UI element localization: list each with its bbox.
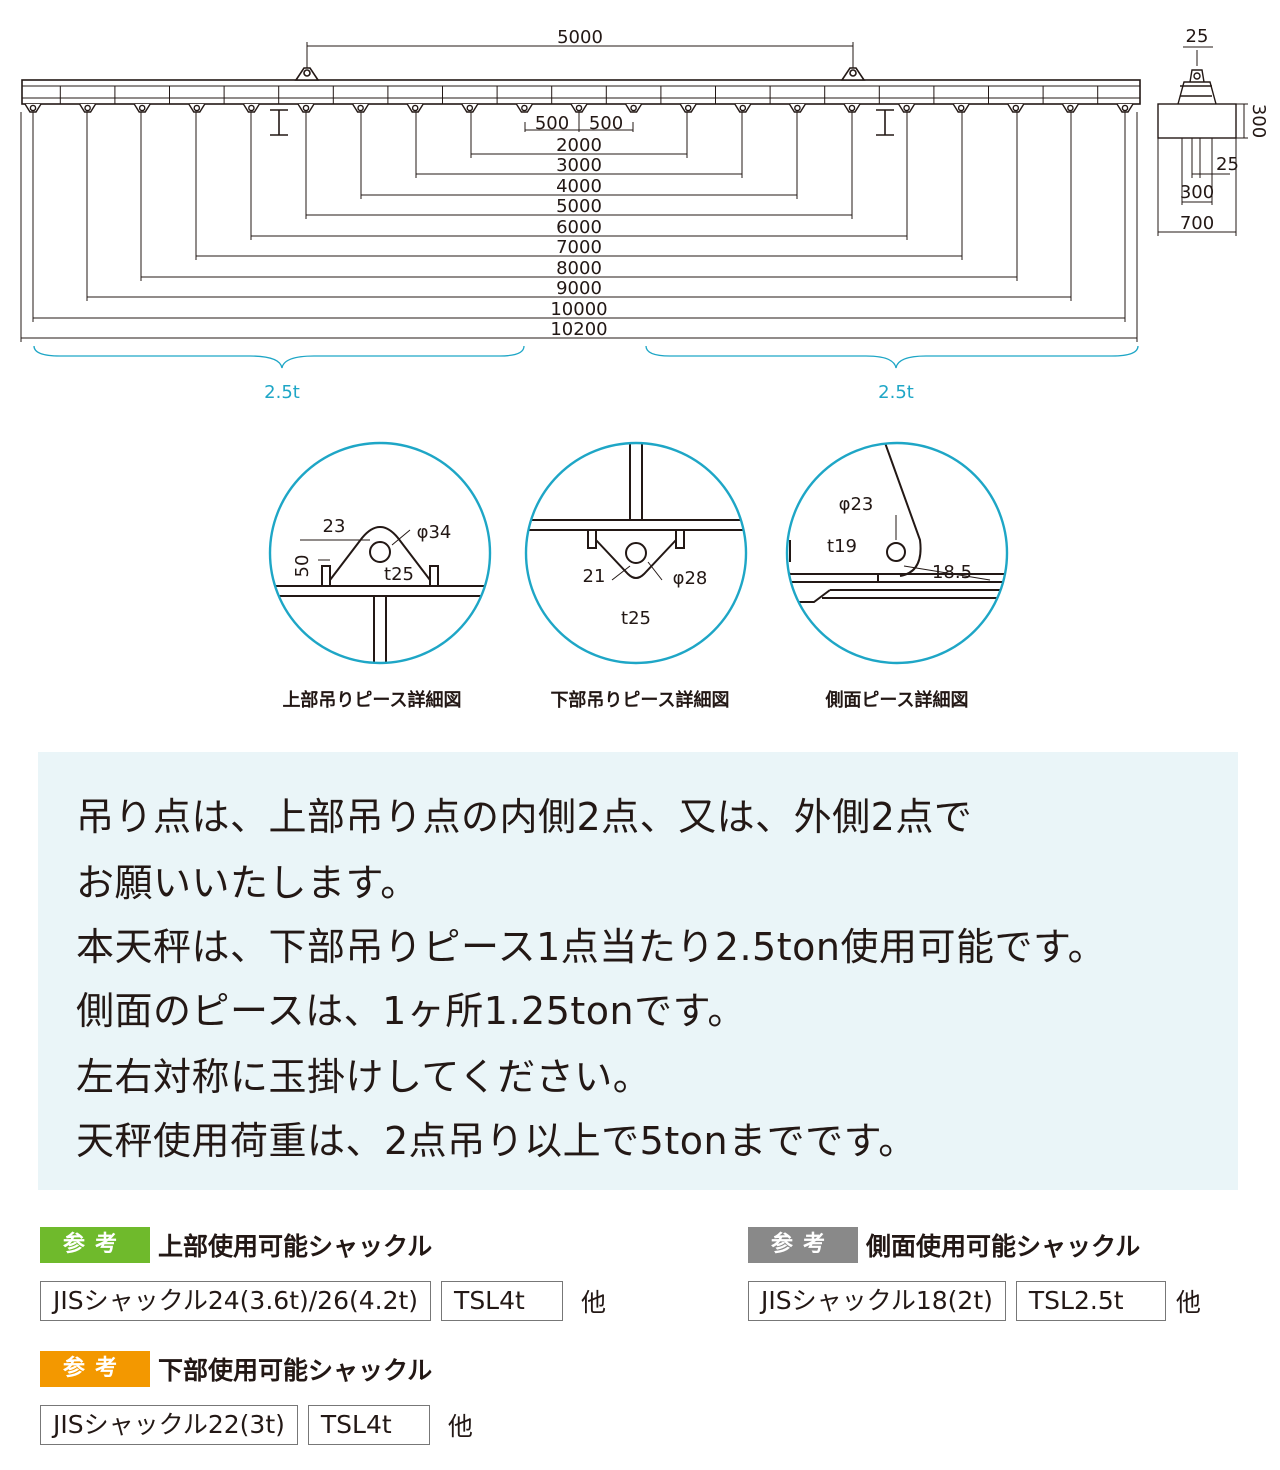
upper-lifting-lugs bbox=[294, 67, 866, 81]
span-label: 2000 bbox=[556, 135, 602, 156]
note-line: 吊り点は、上部吊り点の内側2点、又は、外側2点で bbox=[76, 795, 973, 839]
ref-upper-title: 上部使用可能シャックル bbox=[158, 1232, 433, 1261]
detail1-dim-phi34: φ34 bbox=[417, 522, 452, 543]
ref-side-tag: 参考 bbox=[748, 1227, 858, 1263]
span-label: 3000 bbox=[556, 155, 602, 176]
detail2-dim-phi28: φ28 bbox=[673, 568, 708, 589]
note-line: 側面のピースは、1ヶ所1.25tonです。 bbox=[76, 989, 746, 1033]
dimension-lines bbox=[21, 153, 1137, 339]
load-brace-right bbox=[645, 345, 1139, 369]
detail3-dim-phi23: φ23 bbox=[839, 494, 874, 515]
span-label: 10000 bbox=[550, 299, 607, 320]
detail1-dim-50: 50 bbox=[292, 555, 313, 578]
ref-upper-tag: 参考 bbox=[40, 1227, 150, 1263]
detail-lower-piece: 21 φ28 t25 下部吊りピース詳細図 bbox=[524, 441, 748, 711]
hanging-piece bbox=[496, 86, 533, 113]
hanging-piece bbox=[715, 86, 752, 113]
ref-lower-item: TSL4t bbox=[307, 1405, 430, 1445]
ref-side-heading: 参考 側面使用可能シャックル bbox=[748, 1227, 1140, 1263]
ref-lower-title: 下部使用可能シャックル bbox=[158, 1356, 433, 1385]
side-i-beams bbox=[270, 109, 894, 136]
hanging-piece bbox=[769, 86, 806, 113]
ref-side-item: TSL2.5t bbox=[1015, 1281, 1166, 1321]
load-label-right: 2.5t bbox=[878, 382, 914, 403]
detail-upper-piece: 23 φ34 50 t25 上部吊りピース詳細図 bbox=[268, 441, 492, 711]
span-label: 6000 bbox=[556, 217, 602, 238]
detail3-dim-18-5: 18.5 bbox=[932, 562, 972, 583]
main-beam bbox=[21, 79, 1141, 105]
note-line: 左右対称に玉掛けしてください。 bbox=[76, 1055, 652, 1099]
hanging-piece bbox=[114, 86, 151, 113]
hanging-piece bbox=[169, 86, 206, 113]
hanging-piece bbox=[223, 86, 260, 113]
ref-lower-etc: 他 bbox=[447, 1412, 473, 1441]
detail2-dim-21: 21 bbox=[583, 566, 606, 587]
side-mid-label: 300 bbox=[1180, 182, 1214, 203]
note-line: 本天秤は、下部吊りピース1点当たり2.5ton使用可能です。 bbox=[76, 925, 1107, 969]
span-label: 10200 bbox=[550, 319, 607, 340]
pitch-label-left: 500 bbox=[535, 113, 569, 134]
detail2-title: 下部吊りピース詳細図 bbox=[550, 689, 729, 711]
side-view bbox=[1157, 46, 1248, 236]
detail1-dim-t25: t25 bbox=[384, 564, 414, 585]
detail3-title: 側面ピース詳細図 bbox=[824, 689, 968, 711]
load-label-left: 2.5t bbox=[264, 382, 300, 403]
note-line: お願いいたします。 bbox=[76, 861, 419, 905]
span-label: 5000 bbox=[556, 196, 602, 217]
ref-side-item: JISシャックル18(2t) bbox=[748, 1281, 1006, 1321]
side-width-label: 700 bbox=[1180, 213, 1214, 234]
ref-side-items: JISシャックル18(2t) TSL2.5t 他 bbox=[748, 1280, 1201, 1322]
ref-upper-items: JISシャックル24(3.6t)/26(4.2t) TSL4t 他 bbox=[40, 1280, 606, 1322]
span-label: 4000 bbox=[556, 176, 602, 197]
ref-lower-tag: 参考 bbox=[40, 1351, 150, 1387]
hanging-piece bbox=[59, 86, 97, 113]
notes-panel: 吊り点は、上部吊り点の内側2点、又は、外側2点で お願いいたします。 本天秤は、… bbox=[38, 752, 1238, 1190]
detail3-dim-t19: t19 bbox=[827, 536, 857, 557]
ref-side-etc: 他 bbox=[1175, 1288, 1201, 1317]
side-inner-label: 25 bbox=[1216, 154, 1239, 175]
hanging-piece bbox=[442, 86, 479, 113]
pitch-label-right: 500 bbox=[589, 113, 623, 134]
span-labels: 2000300040005000600070008000900010000102… bbox=[550, 135, 607, 340]
side-height-label: 300 bbox=[1248, 104, 1269, 138]
ref-upper-etc: 他 bbox=[581, 1288, 607, 1317]
ref-side-title: 側面使用可能シャックル bbox=[866, 1232, 1141, 1261]
side-top-label: 25 bbox=[1186, 26, 1209, 47]
detail2-dim-t25: t25 bbox=[621, 608, 651, 629]
span-label: 7000 bbox=[556, 237, 602, 258]
hanging-piece bbox=[933, 86, 970, 113]
span-label: 8000 bbox=[556, 258, 602, 279]
hanging-piece bbox=[1042, 86, 1079, 113]
detail-side-piece: φ23 t19 18.5 側面ピース詳細図 bbox=[785, 441, 1009, 711]
top-span-label: 5000 bbox=[557, 27, 603, 48]
hanging-piece bbox=[387, 86, 424, 113]
ref-upper-item: JISシャックル24(3.6t)/26(4.2t) bbox=[40, 1281, 432, 1321]
ref-lower-items: JISシャックル22(3t) TSL4t 他 bbox=[40, 1404, 473, 1446]
hanging-piece bbox=[878, 86, 916, 113]
hanging-piece bbox=[605, 86, 643, 113]
load-brace-left bbox=[33, 345, 525, 369]
ref-lower-heading: 参考 下部使用可能シャックル bbox=[40, 1351, 432, 1387]
technical-drawing: 5000 500 500 200030004000500060007000800… bbox=[20, 26, 1269, 711]
detail1-dim-23: 23 bbox=[323, 516, 346, 537]
span-label: 9000 bbox=[556, 278, 602, 299]
note-line: 天秤使用荷重は、2点吊り以上で5tonまでです。 bbox=[76, 1119, 917, 1163]
detail1-title: 上部吊りピース詳細図 bbox=[282, 689, 461, 711]
hanging-piece bbox=[24, 103, 42, 113]
hanging-piece bbox=[988, 86, 1025, 113]
extension-lines bbox=[20, 112, 1138, 342]
hanging-piece bbox=[660, 86, 697, 113]
ref-upper-heading: 参考 上部使用可能シャックル bbox=[40, 1227, 432, 1263]
ref-lower-item: JISシャックル22(3t) bbox=[40, 1405, 298, 1445]
ref-upper-item: TSL4t bbox=[441, 1281, 564, 1321]
